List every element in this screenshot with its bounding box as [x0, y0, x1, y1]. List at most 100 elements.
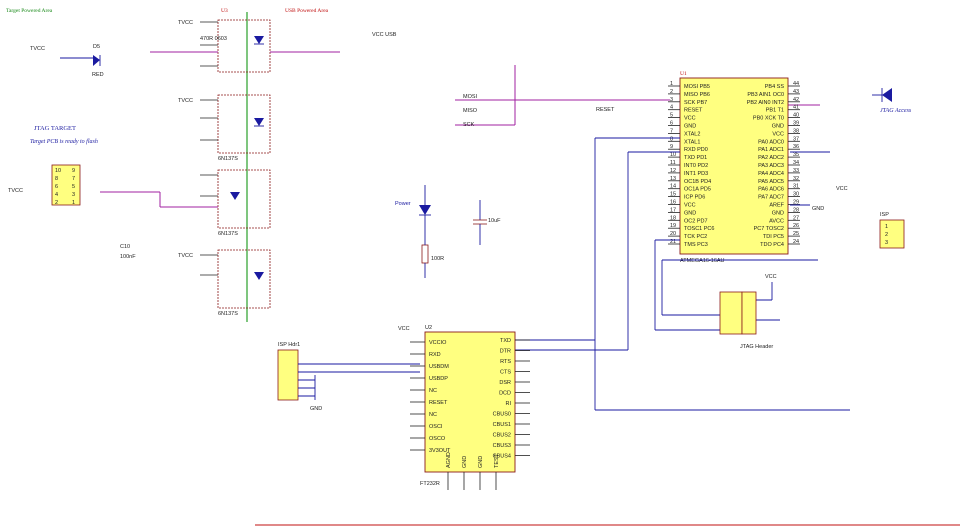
mcu-name: ATMEGA16-16AU — [680, 258, 725, 264]
mcu-right-pin-name: PB1 T1 — [766, 108, 784, 114]
mcu-left-pin-num: 21 — [670, 239, 676, 245]
cap-c10-val: 100nF — [120, 254, 136, 260]
mcu-left-pin-num: 13 — [670, 176, 676, 182]
svg-text:1: 1 — [72, 200, 75, 206]
mcu-right-pin-num: 40 — [793, 113, 799, 119]
target-led-label: RED — [92, 72, 104, 78]
ft-right-pin-name: CBUS3 — [493, 443, 511, 449]
ft-right-pin-name: CBUS2 — [493, 433, 511, 439]
ft-bottom-pin-name: GND — [478, 456, 484, 468]
mcu-left-pin-num: 11 — [670, 160, 676, 166]
usb-ic-right-pins: TXDDTRRTSCTSDSRDCDRICBUS0CBUS1CBUS2CBUS3… — [493, 338, 530, 460]
power-led-label: Power — [395, 201, 411, 207]
cap-c2: 10uF — [473, 200, 501, 245]
ft-right-pin-name: RI — [506, 401, 512, 407]
mcu-right-pin-num: 39 — [793, 121, 799, 127]
mcu-left-pin-name: INT1 PD3 — [684, 171, 708, 177]
opto-isolator-3: 6N137S — [200, 169, 271, 237]
mosi-label: MOSI — [463, 94, 478, 100]
mcu-left-pin-name: RXD PD0 — [684, 147, 708, 153]
jtag-vcc-label: VCC — [765, 274, 777, 280]
mcu-right-pin-name: PA5 ADC5 — [758, 179, 784, 185]
mcu-right-pin-num: 37 — [793, 136, 799, 142]
mcu-right-pin-num: 36 — [793, 144, 799, 150]
miso-label: MISO — [463, 108, 478, 114]
mcu-right-pin-num: 34 — [793, 160, 799, 166]
mcu-right-pin-name: PA1 ADC1 — [758, 147, 784, 153]
mcu-left-pin-name: OC1B PD4 — [684, 179, 711, 185]
mcu-gnd-label: GND — [812, 206, 824, 212]
mcu-right-pin-name: AVCC — [769, 218, 784, 224]
svg-text:5: 5 — [72, 184, 75, 190]
isp-gnd: GND — [310, 406, 322, 412]
mcu-left-pin-name: RESET — [684, 108, 703, 114]
jtag-header-right-label: JTAG Header — [740, 344, 773, 350]
mcu-left-pin-name: INT0 PD2 — [684, 163, 708, 169]
svg-text:6: 6 — [55, 184, 58, 190]
mcu-right-pin-num: 32 — [793, 176, 799, 182]
svg-text:7: 7 — [72, 176, 75, 182]
svg-text:D5: D5 — [93, 44, 100, 50]
mcu-left-pin-name: VCC — [684, 116, 696, 122]
mcu-right-pin-num: 26 — [793, 223, 799, 229]
mcu-wires — [515, 137, 850, 411]
opto-isolator-4: 6N137S TVCC — [178, 249, 271, 317]
power-led: Power 100R — [395, 185, 444, 278]
jtag-target-title: JTAG TARGET — [34, 125, 76, 132]
ft-right-pin-name: CTS — [500, 370, 511, 376]
mcu-right-pin-name: PA7 ADC7 — [758, 195, 784, 201]
mcu-left-pin-name: TCK PC2 — [684, 234, 707, 240]
mcu-left-pin-name: TOSC1 PC6 — [684, 226, 714, 232]
ft-bottom-pin-name: GND — [462, 456, 468, 468]
jtag-access: JTAG Access — [872, 88, 912, 114]
mcu-left-pin-num: 2 — [670, 89, 673, 95]
jtag-target-sub: Target PCB is ready to flash — [30, 138, 98, 145]
svg-text:9: 9 — [72, 168, 75, 174]
mcu-left-pin-name: OC2 PD7 — [684, 218, 708, 224]
mcu-left-pin-num: 19 — [670, 223, 676, 229]
ft-left-pin-name: USBDM — [429, 364, 449, 370]
usb-ic-left-pins: VCCIORXDUSBDMUSBDPNCRESETNCOSCIOSCO3V3OU… — [410, 340, 451, 454]
mcu-left-pin-num: 20 — [670, 231, 676, 237]
ft-left-pin-name: OSCI — [429, 424, 443, 430]
power-led-res: 100R — [431, 256, 444, 262]
ft-right-pin-name: RTS — [500, 359, 511, 365]
ft-right-pin-name: TXD — [500, 338, 511, 344]
mcu-left-pin-name: GND — [684, 210, 696, 216]
svg-text:TVCC: TVCC — [8, 188, 23, 194]
mcu-right-pin-num: 33 — [793, 168, 799, 174]
ft-right-pin-name: DTR — [500, 349, 511, 355]
ft-left-pin-name: 3V3OUT — [429, 448, 451, 454]
ft-bottom-pin-name: AGND — [446, 452, 452, 468]
jtag-target-header: 10 8 6 4 2 9 7 5 3 1 JTAG TARGET Target … — [8, 125, 98, 206]
mcu-left-pin-num: 8 — [670, 136, 673, 142]
opto-isolator-1: U3 TVCC 470R 0603 — [178, 8, 271, 73]
mcu-left-pin-num: 14 — [670, 184, 676, 190]
mcu-right-pin-num: 31 — [793, 184, 799, 190]
ft-left-pin-name: USBDP — [429, 376, 448, 382]
mcu-left-pin-num: 3 — [670, 97, 673, 103]
usb-vcc-label: VCC USB — [372, 32, 397, 38]
target-area-title: Target Powered Area — [6, 8, 53, 14]
ft-left-pin-name: RESET — [429, 400, 448, 406]
mcu-right-pin-num: 28 — [793, 207, 799, 213]
mcu-left-pin-num: 7 — [670, 128, 673, 134]
opto3-name: 6N137S — [218, 231, 238, 237]
mcu-left-pin-name: TMS PC3 — [684, 242, 708, 248]
mcu-right-pin-name: PA2 ADC2 — [758, 155, 784, 161]
mcu-right-pin-name: VCC — [772, 131, 784, 137]
ft-left-pin-name: OSCO — [429, 436, 446, 442]
svg-text:8: 8 — [55, 176, 58, 182]
mcu-right-pin-num: 41 — [793, 105, 799, 111]
ft-right-pin-name: DCD — [499, 391, 511, 397]
mcu-vcc-label: VCC — [836, 186, 848, 192]
mcu-right-pin-name: PC7 TOSC2 — [754, 226, 784, 232]
ft-right-pin-name: DSR — [499, 380, 511, 386]
mcu-left-pin-num: 15 — [670, 192, 676, 198]
mcu-right-pin-name: PA0 ADC0 — [758, 139, 784, 145]
power-symbols: GND VCC VCC VCC VCC USB MOSI MISO SCK RE… — [120, 32, 848, 332]
mcu-right-pin-name: PB0 XCK T0 — [753, 116, 784, 122]
opto2-net: TVCC — [178, 98, 193, 104]
